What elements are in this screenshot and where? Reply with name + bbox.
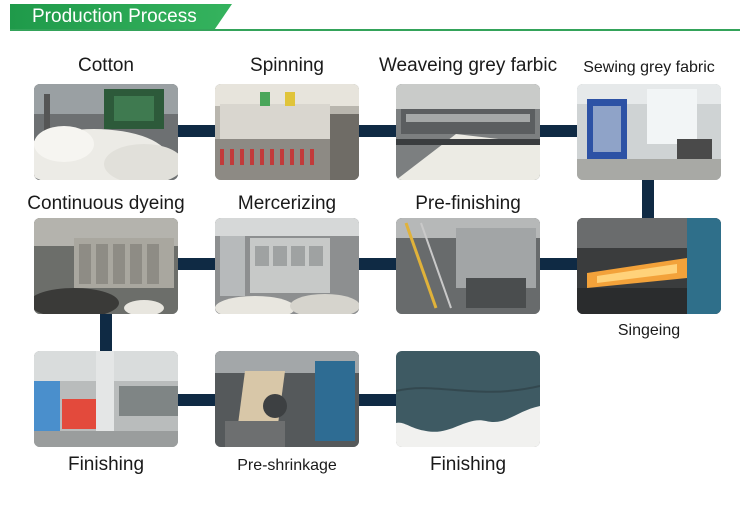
- connector-finishing-preshrinkage: [178, 394, 215, 406]
- step-label-dyeing: Continuous dyeing: [27, 193, 185, 214]
- connector-prefinishing-mercerizing: [359, 258, 396, 270]
- step-photo-sewing: [577, 84, 721, 180]
- connector-sewing-singeing: [642, 180, 654, 218]
- step-photo-singeing: [577, 218, 721, 314]
- connector-cotton-spinning: [178, 125, 215, 137]
- connector-mercerizing-dyeing: [178, 258, 215, 270]
- step-photo-mercerizing: [215, 218, 359, 314]
- step-label-cotton: Cotton: [78, 55, 134, 76]
- step-photo-spinning: [215, 84, 359, 180]
- step-label-singeing: Singeing: [617, 322, 681, 339]
- step-label-finishing-2: Finishing: [429, 454, 507, 475]
- step-label-mercerizing: Mercerizing: [237, 193, 337, 214]
- step-label-prefinishing: Pre-finishing: [415, 193, 521, 214]
- connector-weaving-sewing: [540, 125, 577, 137]
- connector-spinning-weaving: [359, 125, 396, 137]
- step-label-sewing: Sewing grey fabric: [583, 59, 715, 76]
- connector-singeing-prefinishing: [540, 258, 577, 270]
- step-photo-prefinishing: [396, 218, 540, 314]
- step-photo-preshrinkage: [215, 351, 359, 447]
- step-photo-finishing-2: [396, 351, 540, 447]
- step-photo-cotton: [34, 84, 178, 180]
- header-underline: [10, 29, 740, 31]
- section-header: Production Process: [0, 0, 750, 34]
- connector-preshrinkage-finishing: [359, 394, 396, 406]
- step-photo-weaving: [396, 84, 540, 180]
- connector-dyeing-finishing: [100, 313, 112, 351]
- step-label-preshrinkage: Pre-shrinkage: [237, 457, 337, 474]
- step-photo-dyeing: [34, 218, 178, 314]
- step-label-finishing-1: Finishing: [67, 454, 145, 475]
- step-photo-finishing-1: [34, 351, 178, 447]
- step-label-spinning: Spinning: [250, 55, 324, 76]
- section-title: Production Process: [10, 4, 232, 30]
- step-label-weaving: Weaveing grey farbic: [378, 55, 558, 76]
